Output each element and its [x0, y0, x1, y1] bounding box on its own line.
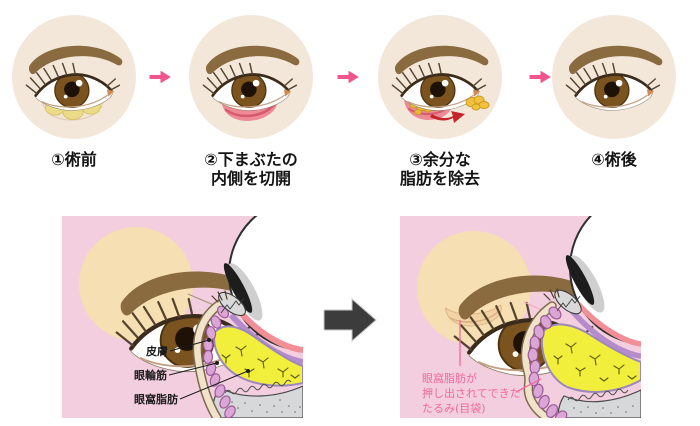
step-4-illustration: [552, 15, 676, 139]
annotation-lines: [168, 339, 249, 400]
fat-veins: [553, 342, 637, 382]
step-3-label: ③余分な 脂肪を除去: [399, 150, 480, 188]
skin-layer: [522, 302, 556, 418]
eyebag-caption-line-3: たるみ(目袋): [422, 401, 486, 415]
tissue-stipple: [573, 405, 634, 414]
eyebag-caption-line-2: 押し出されてできた: [422, 386, 521, 400]
face-circle: [79, 227, 193, 341]
step-4-label: ④術後: [591, 150, 637, 169]
step-2-illustration: [189, 15, 313, 139]
tarsal-zigzag: [220, 297, 245, 314]
caption-line-to-bulge: [515, 378, 542, 393]
step-2-label: ②下まぶたの 内側を切開: [204, 150, 298, 188]
before-diagram-panel: 皮膚 眼輪筋 眼窩脂肪: [62, 216, 303, 418]
tissue-squiggle: [567, 388, 629, 402]
connector-line: [187, 293, 217, 307]
step-3-illustration: [378, 15, 502, 139]
annotation-dots: [207, 338, 250, 373]
orbicularis-muscle-beads: [527, 306, 568, 418]
anatomy-label-orbicularis: 眼輪筋: [134, 368, 167, 382]
fat-removal-arrow-icon: [430, 111, 465, 123]
orbital-fat-bulging: [540, 323, 641, 393]
skin-layer: [194, 300, 224, 418]
anatomy-label-orbital-fat: 眼窩脂肪: [134, 392, 178, 406]
step-arrow-icon: [529, 71, 551, 83]
tissue-stipple: [231, 399, 301, 413]
orbicularis-muscle-beads: [202, 305, 236, 418]
transformation-arrow-icon: [323, 297, 377, 343]
after-diagram-panel: 眼窩脂肪が 押し出されてできた たるみ(目袋): [400, 216, 641, 418]
lid-lashes: [543, 288, 560, 301]
iris-side-dark: [223, 263, 253, 313]
lid-lashes: [211, 290, 228, 303]
anatomy-label-skin: 皮膚: [145, 344, 168, 358]
lower-tissue: [557, 389, 641, 418]
step-arrow-icon: [337, 71, 359, 83]
conjunctiva-band: [575, 302, 641, 347]
tissue-squiggle: [224, 379, 292, 395]
step-1-label: ①術前: [51, 150, 97, 169]
extracted-fat: [465, 95, 490, 111]
iris-side-dark: [565, 255, 595, 305]
conjunctiva-band: [234, 306, 303, 353]
fat-veins: [221, 345, 300, 379]
tarsal-zigzag: [556, 295, 581, 312]
step-1-illustration: [12, 15, 136, 139]
step-arrow-icon: [149, 71, 171, 83]
face-circle: [417, 231, 531, 345]
tarsal-plate: [554, 289, 582, 315]
septum-band: [569, 309, 641, 359]
eyebag-caption-line-1: 眼窩脂肪が: [422, 371, 477, 385]
